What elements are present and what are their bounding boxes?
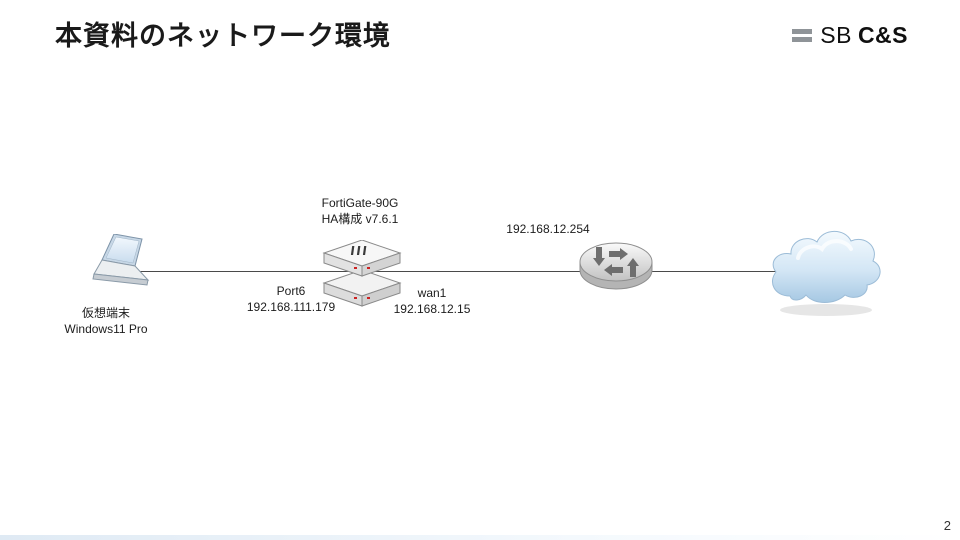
sbcs-logo: SB C&S bbox=[792, 22, 908, 49]
gateway-ip: 192.168.12.254 bbox=[506, 222, 590, 236]
fortigate-label: FortiGate-90G HA構成 v7.6.1 bbox=[288, 196, 432, 227]
port6-name: Port6 bbox=[276, 284, 306, 298]
laptop-icon bbox=[92, 234, 150, 286]
router-icon bbox=[579, 242, 653, 290]
fortigate-model: FortiGate-90G bbox=[321, 196, 399, 210]
logo-text-sb: SB bbox=[820, 22, 852, 48]
internet-cloud-icon bbox=[772, 230, 881, 316]
router-gateway-label: 192.168.12.254 bbox=[482, 222, 614, 238]
connection-line bbox=[133, 271, 805, 272]
port6-label: Port6 192.168.111.179 bbox=[235, 284, 347, 315]
page-title: 本資料のネットワーク環境 bbox=[55, 21, 391, 51]
port6-ip: 192.168.111.179 bbox=[246, 299, 336, 314]
logo-bars-icon bbox=[792, 29, 813, 42]
logo-text-cs: C&S bbox=[857, 22, 908, 48]
laptop-name: 仮想端末 bbox=[81, 306, 130, 320]
fortigate-config: HA構成 v7.6.1 bbox=[321, 211, 399, 226]
laptop-os: Windows11 Pro bbox=[64, 321, 148, 336]
wan1-label: wan1 192.168.12.15 bbox=[376, 286, 488, 317]
wan1-name: wan1 bbox=[417, 286, 447, 300]
footer-strip bbox=[0, 535, 960, 540]
wan1-ip: 192.168.12.15 bbox=[393, 301, 471, 316]
laptop-label: 仮想端末 Windows11 Pro bbox=[48, 306, 164, 337]
fortigate-ha-icon bbox=[322, 240, 402, 307]
page-number: 2 bbox=[943, 518, 951, 533]
